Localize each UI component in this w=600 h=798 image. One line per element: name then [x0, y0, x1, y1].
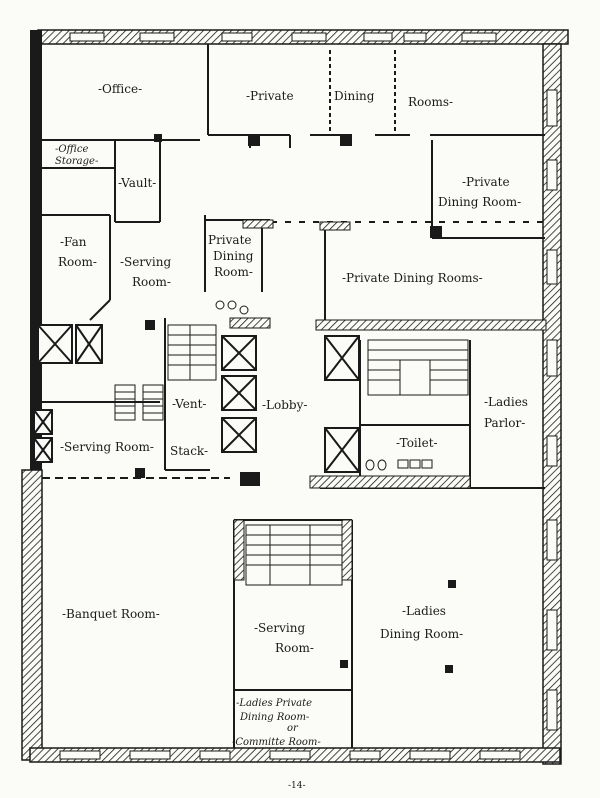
label-ladies-private-2: Dining Room- — [239, 712, 310, 723]
columns — [135, 134, 456, 673]
label-ladies-private-1: -Ladies Private — [236, 698, 312, 709]
elevator-center-2 — [221, 375, 257, 411]
elevator-left-2 — [75, 324, 103, 364]
label-serving-room-bottom-1: -Serving — [254, 621, 305, 635]
label-private-center-2: Dining — [213, 249, 254, 263]
label-office-storage-2: Storage- — [55, 156, 99, 167]
right-windows — [546, 89, 558, 731]
label-banquet-room: -Banquet Room- — [62, 607, 160, 621]
label-office-storage: -Office — [55, 144, 88, 155]
elevator-right-1 — [324, 335, 360, 381]
label-office: -Office- — [98, 82, 142, 96]
elevator-left-small-1 — [33, 409, 53, 435]
exterior-walls — [21, 29, 569, 765]
label-private-top-1: -Private — [246, 89, 294, 103]
label-fan-room-2: Room- — [58, 255, 97, 269]
label-private-mid: -Private Dining Rooms- — [342, 271, 483, 285]
label-vent: -Vent- — [172, 397, 206, 411]
elevator-left-top — [37, 324, 73, 364]
label-toilet: -Toilet- — [396, 436, 438, 450]
stair-right — [367, 339, 469, 396]
elevator-right-2 — [324, 427, 360, 473]
elevator-center-1 — [221, 335, 257, 371]
label-serving-room-left: -Serving Room- — [60, 440, 154, 454]
label-stack: Stack- — [170, 444, 208, 458]
wall-left-lower — [21, 469, 43, 761]
label-serving-room-bottom-2: Room- — [275, 641, 314, 655]
label-vault: -Vault- — [118, 176, 156, 190]
label-private-center-1: Private — [208, 233, 252, 247]
label-serving-room-top-2: Room- — [132, 275, 171, 289]
label-private-center-3: Room- — [214, 265, 253, 279]
label-ladies-parlor-1: -Ladies — [484, 395, 528, 409]
label-private-top-3: Rooms- — [408, 95, 453, 109]
toilet-fixtures — [215, 300, 433, 471]
stair-lower-center — [245, 524, 343, 586]
stair-left-lower — [114, 384, 164, 421]
wall-right — [542, 43, 562, 765]
label-private-right-2: Dining Room- — [438, 195, 521, 209]
label-lobby: -Lobby- — [262, 398, 307, 412]
stairs — [114, 324, 469, 586]
label-private-top-2: Dining — [334, 89, 375, 103]
label-fan-room: -Fan — [60, 235, 87, 249]
page-number: -14- — [288, 781, 306, 791]
top-windows — [69, 32, 497, 42]
room-labels: -Office- -Office Storage- -Vault- -Fan R… — [55, 82, 528, 748]
hatched-partitions — [229, 219, 547, 581]
elevator-left-small-2 — [33, 437, 53, 463]
label-ladies-private-3: or — [287, 723, 299, 734]
label-ladies-parlor-2: Parlor- — [484, 416, 525, 430]
label-ladies-private-4: -Committe Room- — [232, 737, 321, 748]
bottom-windows — [59, 750, 521, 760]
label-ladies-dining-2: Dining Room- — [380, 627, 463, 641]
elevators — [33, 324, 360, 473]
label-serving-room-top: -Serving — [120, 255, 171, 269]
elevator-center-3 — [221, 417, 257, 453]
label-private-right-1: -Private — [462, 175, 510, 189]
stair-center-upper — [167, 324, 217, 381]
wall-left-upper — [30, 30, 42, 480]
label-ladies-dining-1: -Ladies — [402, 604, 446, 618]
